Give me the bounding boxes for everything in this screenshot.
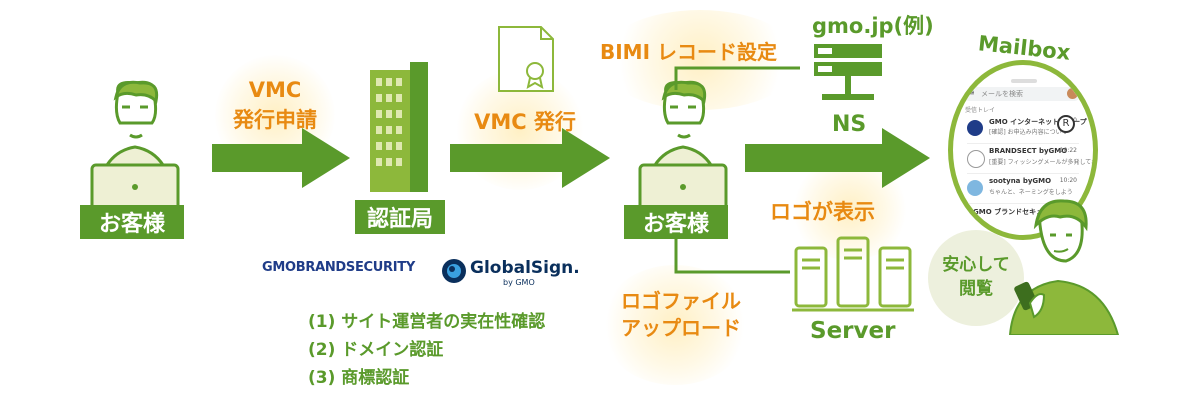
- building-icon: [370, 62, 428, 192]
- arrow-issue: [450, 128, 610, 188]
- mail-subject: [確認] お申込み内容について: [989, 129, 1068, 136]
- arrow-request: [212, 128, 350, 188]
- avatar[interactable]: [1067, 88, 1078, 99]
- mail-from: sootyna byGMO: [989, 177, 1052, 185]
- brand-avatar: [967, 150, 985, 168]
- registered-mark-icon: R: [1057, 115, 1075, 133]
- customer-left-label: お客様: [80, 205, 184, 239]
- mail-item-2[interactable]: BRANDSECT byGMO [重要] フィッシングメールが多発しております・…: [967, 145, 1093, 174]
- logo-upload-line1: ロゴファイル: [621, 289, 741, 313]
- vmc-request-line2: 発行申請: [233, 108, 317, 132]
- mail-item-4[interactable]: GMO ブランドセキュリ: [967, 205, 1079, 233]
- arrow-display: [745, 128, 930, 188]
- mail-from: GMO インターネットグループ: [989, 118, 1087, 126]
- globalsign-logo-mark: [442, 259, 466, 283]
- gmo-avatar: [967, 120, 983, 136]
- mail-from: GMO ブランドセキュリ: [973, 208, 1051, 216]
- vmc-issue-label: VMC 発行: [474, 110, 576, 134]
- mail-time: 10:22: [1059, 147, 1077, 154]
- ns-label: NS: [832, 112, 867, 137]
- phone-screen: ≡ メールを検索 受信トレイ GMO インターネットグループ [確認] お申込み…: [959, 79, 1093, 229]
- globalsign-logo-text: GlobalSign.: [470, 258, 580, 278]
- phone-section-label: 受信トレイ: [965, 107, 996, 114]
- dns-server-icon: [814, 44, 882, 100]
- step-3: (3) 商標認証: [308, 368, 410, 388]
- server-rack-icon: [792, 236, 914, 312]
- step-1: (1) サイト運営者の実在性確認: [308, 312, 546, 332]
- customer-right-illustration: [638, 80, 728, 212]
- phone-search-input[interactable]: メールを検索: [981, 90, 1023, 98]
- customer-right-label: お客様: [624, 205, 728, 239]
- phone-search-bar: ≡ メールを検索: [963, 87, 1081, 101]
- vmc-request-line1: VMC: [248, 78, 302, 102]
- certificate-icon: [498, 26, 554, 92]
- globalsign-logo-sub: by GMO: [503, 278, 535, 287]
- mail-subject: [重要] フィッシングメールが多発しております・: [989, 159, 1098, 166]
- phone-notch: [1011, 79, 1037, 83]
- mail-from: BRANDSECT byGMO: [989, 147, 1068, 155]
- menu-icon[interactable]: ≡: [968, 88, 975, 97]
- sootyna-avatar: [967, 180, 983, 196]
- server-label: Server: [810, 318, 896, 344]
- ca-label: 認証局: [355, 200, 445, 234]
- gmo-brand-security-logo: GMOBRANDSECURITY: [262, 260, 415, 275]
- reassure-badge-bg: [928, 230, 1024, 326]
- domain-label: gmo.jp(例): [812, 14, 934, 38]
- mail-item-3[interactable]: sootyna byGMO ちゃんと、ネーミングをしよう 10:20: [967, 175, 1079, 204]
- reassure-line1: 安心して: [942, 255, 1010, 275]
- customer-left-illustration: [90, 80, 180, 212]
- person-with-phone-illustration: [1008, 199, 1120, 335]
- logo-upload-line2: アップロード: [621, 316, 741, 340]
- verification-steps: (1) サイト運営者の実在性確認 (2) ドメイン認証 (3) 商標認証: [308, 308, 545, 392]
- mail-subject: ちゃんと、ネーミングをしよう: [989, 189, 1073, 196]
- logo-display-label: ロゴが表示: [770, 200, 875, 224]
- mail-time: 10:20: [1059, 177, 1077, 184]
- bimi-record-label: BIMI レコード設定: [600, 40, 777, 64]
- step-2: (2) ドメイン認証: [308, 340, 444, 360]
- mailbox-circle: ≡ メールを検索 受信トレイ GMO インターネットグループ [確認] お申込み…: [948, 60, 1098, 240]
- reassure-line2: 閲覧: [959, 279, 993, 299]
